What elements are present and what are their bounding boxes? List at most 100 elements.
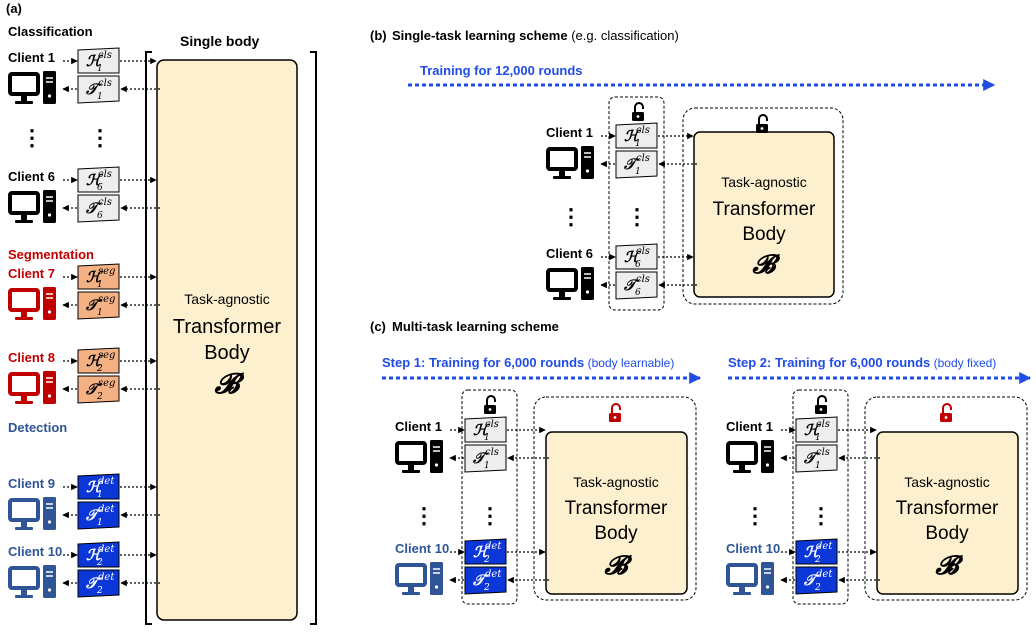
tail-module-superscript: cls (636, 274, 650, 285)
tail-module-subscript: 6 (635, 288, 641, 298)
client-label: Client 1 (726, 419, 773, 434)
unlocked-padlock-icon (609, 403, 621, 422)
step2-label-bold: Step 2: Training for 6,000 rounds (728, 355, 930, 370)
padlock-shackle-icon (817, 395, 827, 405)
head-module-subscript: 2 (96, 364, 103, 374)
monitor-stand-icon (21, 522, 27, 527)
panel-a-label: (a) (6, 1, 22, 16)
tower-icon (761, 562, 774, 595)
unlocked-padlock-icon (815, 395, 827, 414)
right-bracket (310, 51, 317, 625)
monitor-icon (8, 288, 40, 312)
tail-module-superscript: cls (98, 78, 112, 89)
tail-module-superscript: cls (816, 447, 830, 458)
tail-module-superscript: cls (98, 197, 112, 208)
ellipsis-left: ⋮ (413, 503, 435, 528)
tower-icon (761, 440, 774, 473)
head-module-superscript: det (98, 544, 115, 555)
client-label: Client 9 (8, 476, 55, 491)
head-module-subscript: 2 (814, 555, 821, 565)
monitor-icon (546, 268, 578, 292)
padlock-keyhole-icon (819, 408, 823, 411)
tower-button-icon (47, 213, 52, 217)
head-module-subscript: 1 (635, 139, 641, 149)
head-module-superscript: cls (485, 419, 499, 430)
head-module-shape (77, 166, 120, 193)
monitor-base-icon (553, 297, 571, 300)
tower-icon (581, 267, 594, 300)
monitor-stand-icon (559, 171, 565, 176)
head-module-symbol: ℋ (473, 421, 491, 439)
monitor-base-icon (733, 470, 751, 473)
body-line1: Task-agnostic (721, 174, 807, 190)
body-line3: Body (925, 523, 969, 544)
panel-b-title-bold: Single-task learning scheme (392, 28, 568, 43)
client-module-group (792, 389, 849, 605)
head-module-superscript: det (485, 541, 502, 552)
client-label: Client 1 (395, 419, 442, 434)
head-module-subscript: 1 (484, 433, 490, 443)
monitor-base-icon (15, 101, 33, 104)
client-label: Client 8 (8, 350, 55, 365)
step1-label-rest: (body learnable) (584, 356, 674, 370)
client-label: Client 6 (546, 246, 593, 261)
ellipsis-right: ⋮ (810, 503, 832, 528)
tower-button-icon (47, 520, 52, 524)
computer-icon (8, 565, 56, 598)
panel-b-title-rest: (e.g. classification) (568, 28, 679, 43)
panel-b-body-text: Task-agnostic Transformer Body 𝓑 (713, 174, 816, 280)
tower-button-icon (585, 290, 590, 294)
head-module-superscript: cls (98, 169, 112, 180)
monitor-icon (546, 147, 578, 171)
computer-icon (8, 287, 56, 320)
body-line3: Body (204, 342, 250, 364)
body-group (533, 396, 697, 601)
tower-icon (43, 565, 56, 598)
client-label: Client 7 (8, 266, 55, 281)
head-module-symbol: ℋ (86, 268, 104, 286)
monitor-base-icon (15, 595, 33, 598)
padlock-shackle-icon (611, 403, 621, 413)
tail-module-shape (464, 444, 507, 473)
head-module-symbol: ℋ (624, 127, 642, 145)
monitor-base-icon (402, 470, 420, 473)
unlocked-padlock-icon (484, 395, 496, 414)
tail-module-shape (795, 566, 838, 595)
head-module-symbol: ℋ (86, 52, 104, 70)
computer-icon (8, 497, 56, 530)
tail-module-superscript: det (98, 504, 115, 515)
computer-icon (546, 146, 594, 179)
computer-icon (546, 267, 594, 300)
ellipsis-right: ⋮ (626, 204, 648, 229)
head-module-shape (464, 416, 507, 443)
tail-module-shape (77, 569, 120, 598)
client-label: Client 1 (546, 125, 593, 140)
tail-module-superscript: cls (485, 447, 499, 458)
head-module-shape (615, 122, 658, 149)
monitor-icon (8, 498, 40, 522)
tail-module-shape (77, 194, 120, 223)
body-line3: Body (742, 224, 786, 245)
body-group (864, 396, 1028, 601)
tail-module-shape (615, 150, 658, 179)
tail-module-shape (795, 444, 838, 473)
head-module-subscript: 1 (97, 490, 103, 500)
padlock-shackle-icon (634, 102, 644, 112)
head-module-shape (615, 243, 658, 270)
tail-module-subscript: 2 (814, 583, 821, 593)
single-body-title: Single body (180, 33, 260, 49)
head-module-shape (77, 347, 120, 374)
panel-b-body-group (682, 107, 844, 305)
tower-button-icon (47, 310, 52, 314)
head-module-superscript: seg (98, 350, 115, 361)
